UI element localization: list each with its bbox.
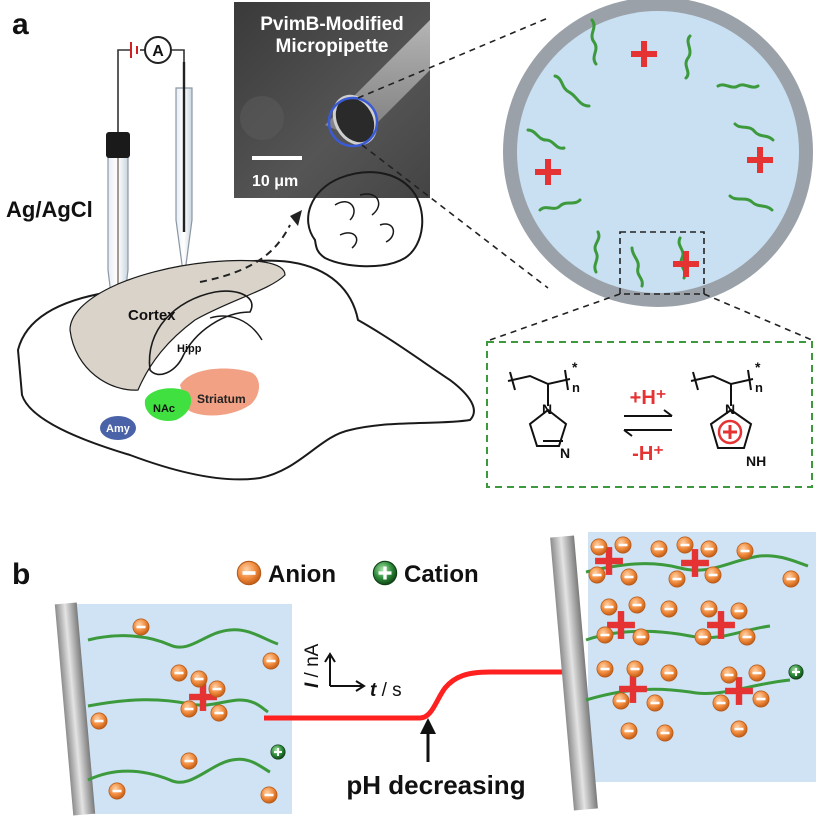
- cation-legend-icon: [372, 560, 398, 586]
- x-axis-label: t / s: [370, 680, 402, 701]
- legend-anion: Anion: [268, 561, 336, 588]
- legend-cation: Cation: [404, 561, 479, 588]
- ring-n-top-left: N: [542, 401, 552, 417]
- electrode-label: Ag/AgCl: [6, 197, 93, 222]
- measurement-circuit: [117, 49, 185, 132]
- current-trace-line: [264, 669, 584, 721]
- zoom-arrow: [199, 210, 302, 283]
- cation-after: [788, 664, 804, 680]
- ring-nh: NH: [746, 453, 766, 469]
- current-trace-plot: I / nA t / s pH decreasing: [264, 643, 584, 800]
- chain-end-star: *: [755, 359, 761, 375]
- polymer-chains: [526, 18, 775, 288]
- pore-cross-section: [503, 0, 813, 307]
- label-nac: NAc: [153, 403, 175, 415]
- amy-region: [100, 416, 136, 440]
- chain-subscript-n: n: [572, 380, 580, 395]
- panel-b: b Anion Cation: [12, 532, 816, 816]
- axis-arrows-icon: [324, 652, 366, 692]
- y-axis-label: I / nA: [302, 643, 323, 688]
- zoom-connector-right: [703, 293, 813, 341]
- ion-legend: Anion Cation: [236, 560, 479, 588]
- cortex-region: [69, 259, 286, 391]
- chain-end-star: *: [572, 359, 578, 375]
- cation-charge-icon: [717, 419, 743, 445]
- pvim-monomer-neutral: [507, 369, 571, 447]
- equilibrium-arrows-icon: [623, 409, 673, 437]
- brain-section: [16, 171, 475, 481]
- ring-n-left: N: [560, 445, 570, 461]
- sem-title-line1: PvimB-Modified: [260, 14, 404, 35]
- cerebellum: [307, 171, 424, 268]
- hippocampus: [148, 290, 253, 376]
- sem-title-line2: Micropipette: [276, 36, 389, 57]
- working-micropipette: [175, 62, 193, 273]
- protonation-equilibrium: n * N N +H⁺ -H⁺ n * N: [486, 341, 813, 488]
- ammeter-symbol: A: [152, 43, 164, 60]
- pvim-monomer-protonated: [690, 369, 754, 449]
- cation-before: [270, 744, 286, 760]
- event-arrow-icon: [420, 718, 436, 762]
- ammeter-icon: A: [144, 36, 172, 64]
- label-cortex: Cortex: [128, 307, 176, 324]
- connector-line-top: [357, 17, 549, 99]
- label-hipp: Hipp: [177, 343, 202, 355]
- zoom-connector-left: [489, 293, 621, 341]
- brain-regions: [100, 368, 259, 440]
- ring-n-top-right: N: [725, 401, 735, 417]
- panel-b-label: b: [12, 558, 30, 591]
- forward-label: +H⁺: [630, 387, 667, 409]
- sem-micrograph: PvimB-Modified Micropipette 10 μm: [234, 2, 430, 198]
- chain-subscript-n: n: [755, 380, 763, 395]
- sem-scale-label: 10 μm: [252, 173, 298, 190]
- label-amy: Amy: [106, 423, 131, 435]
- anion-legend-icon: [236, 560, 262, 586]
- channel-before: [54, 602, 292, 816]
- zoom-box: [619, 231, 705, 295]
- battery-icon: [130, 42, 138, 58]
- panel-a-label: a: [12, 8, 29, 41]
- event-label: pH decreasing: [346, 770, 525, 800]
- channel-after: [550, 532, 816, 811]
- reverse-label: -H⁺: [632, 443, 664, 465]
- panel-a: a A Ag/AgCl: [6, 0, 813, 488]
- label-striatum: Striatum: [197, 392, 246, 406]
- nac-region: [144, 388, 192, 421]
- striatum-region: [180, 368, 259, 416]
